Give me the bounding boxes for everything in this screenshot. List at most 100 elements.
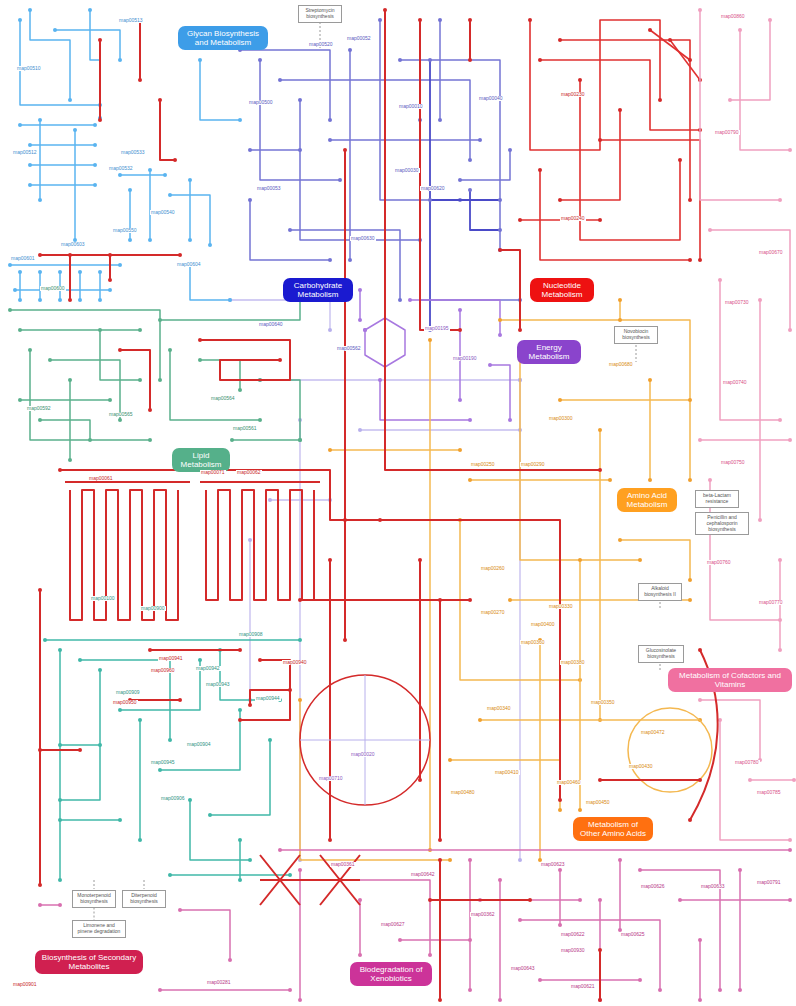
category-box: Energy Metabolism (517, 340, 581, 364)
pathway-line (420, 20, 460, 330)
map-id-label: map00600 (40, 286, 66, 291)
pathway-box: Alkaloid biosynthesis II (638, 583, 682, 601)
map-id-label: map00360 (520, 640, 546, 645)
pathway-line (580, 80, 680, 240)
pathway-line (430, 199, 500, 201)
map-id-label: map00625 (620, 932, 646, 937)
map-id-label: map00623 (540, 862, 566, 867)
pathway-box: beta-Lactam resistance (695, 490, 739, 508)
pathway-line (189, 180, 191, 240)
pathway-line (520, 20, 700, 260)
pathway-line (300, 100, 420, 240)
pathway-line (400, 60, 500, 250)
pathway-line (20, 329, 140, 331)
pathway-line (670, 40, 700, 80)
map-id-label: map00550 (112, 228, 138, 233)
pathway-line (40, 10, 718, 1000)
pathway-line (459, 310, 461, 400)
map-id-label: map00592 (26, 406, 52, 411)
pathway-line (180, 910, 230, 960)
map-id-label: map00633 (700, 884, 726, 889)
pathway-line (540, 979, 640, 981)
pathway-line (500, 320, 690, 480)
map-id-label: map00900 (140, 606, 166, 611)
pathway-line (139, 720, 141, 840)
pathway-name: Novobiocin biosynthesis (618, 329, 654, 341)
pathway-line (469, 20, 471, 60)
category-box: Biodegradation of Xenobiotics (350, 962, 432, 986)
category-name: Biosynthesis of Secondary Metabolites (40, 953, 138, 971)
category-box: Lipid Metabolism (172, 448, 230, 472)
map-id-label: map00909 (115, 690, 141, 695)
pathway-line (420, 120, 520, 300)
pathway-line (40, 850, 790, 1000)
map-id-label: map00950 (112, 700, 138, 705)
map-id-label: map00630 (350, 236, 376, 241)
map-id-label: map00945 (150, 760, 176, 765)
map-id-label: map00250 (470, 462, 496, 467)
map-id-label: map00642 (410, 872, 436, 877)
pathway-line (160, 100, 175, 160)
pathway-line (249, 540, 250, 700)
map-id-label: map00350 (590, 700, 616, 705)
pathway-box: Penicillin and cephalosporin biosynthesi… (695, 512, 749, 535)
pathway-line (500, 250, 520, 330)
pathway-box: Streptomycin biosynthesis (298, 5, 342, 23)
pathway-line (230, 300, 520, 860)
pathway-box: Monoterpenoid biosynthesis (72, 890, 116, 908)
pathway-line (250, 149, 300, 151)
map-id-label: map00190 (452, 356, 478, 361)
category-name: Nucleotide Metabolism (535, 281, 589, 299)
pathway-line (20, 124, 95, 126)
map-id-label: map00340 (486, 706, 512, 711)
pathway-line (65, 481, 190, 483)
map-id-label: map00940 (282, 660, 308, 665)
pathway-line (30, 164, 95, 166)
category-name: Biodegradation of Xenobiotics (355, 965, 427, 983)
map-id-label: map00400 (530, 622, 556, 627)
pathway-line (619, 300, 621, 320)
map-id-label: map00260 (480, 566, 506, 571)
pathway-line (100, 330, 140, 380)
map-id-label: map00740 (722, 380, 748, 385)
map-id-label: map00380 (560, 660, 586, 665)
map-id-label: map00901 (12, 982, 38, 987)
map-id-label: map00061 (88, 476, 114, 481)
pathway-line (70, 490, 178, 620)
pathway-line (750, 779, 794, 781)
pathway-name: Monoterpenoid biosynthesis (76, 893, 112, 905)
pathway-line (30, 10, 70, 100)
pathway-line (60, 470, 380, 520)
map-id-label: map00622 (560, 932, 586, 937)
pathway-line (30, 350, 150, 440)
map-id-label: map00603 (60, 242, 86, 247)
pathway-line (600, 779, 700, 781)
pathway-line (650, 30, 690, 60)
pathway-line (740, 30, 790, 150)
pathway-line (680, 899, 790, 901)
map-id-label: map00460 (556, 780, 582, 785)
pathway-line (300, 675, 430, 805)
map-id-label: map00410 (494, 770, 520, 775)
pathway-line (450, 760, 560, 810)
pathway-line (300, 599, 470, 601)
pathway-line (700, 439, 790, 441)
map-id-label: map00040 (478, 96, 504, 101)
map-id-label: map00941 (158, 656, 184, 661)
pathway-line (330, 449, 460, 451)
pathway-line (470, 190, 500, 230)
pathway-line (700, 10, 794, 840)
map-id-label: map00532 (108, 166, 134, 171)
pathway-line (620, 540, 690, 580)
pathway-line (385, 10, 600, 470)
map-id-label: map00620 (420, 186, 446, 191)
pathway-line (539, 640, 541, 860)
pathway-name: Limonene and pinene degradation (76, 923, 122, 935)
map-id-label: map00030 (394, 168, 420, 173)
map-id-label: map00300 (548, 416, 574, 421)
map-id-label: map00626 (640, 884, 666, 889)
map-id-label: map00513 (118, 18, 144, 23)
map-id-label: map00052 (346, 36, 372, 41)
pathway-line (439, 20, 441, 120)
